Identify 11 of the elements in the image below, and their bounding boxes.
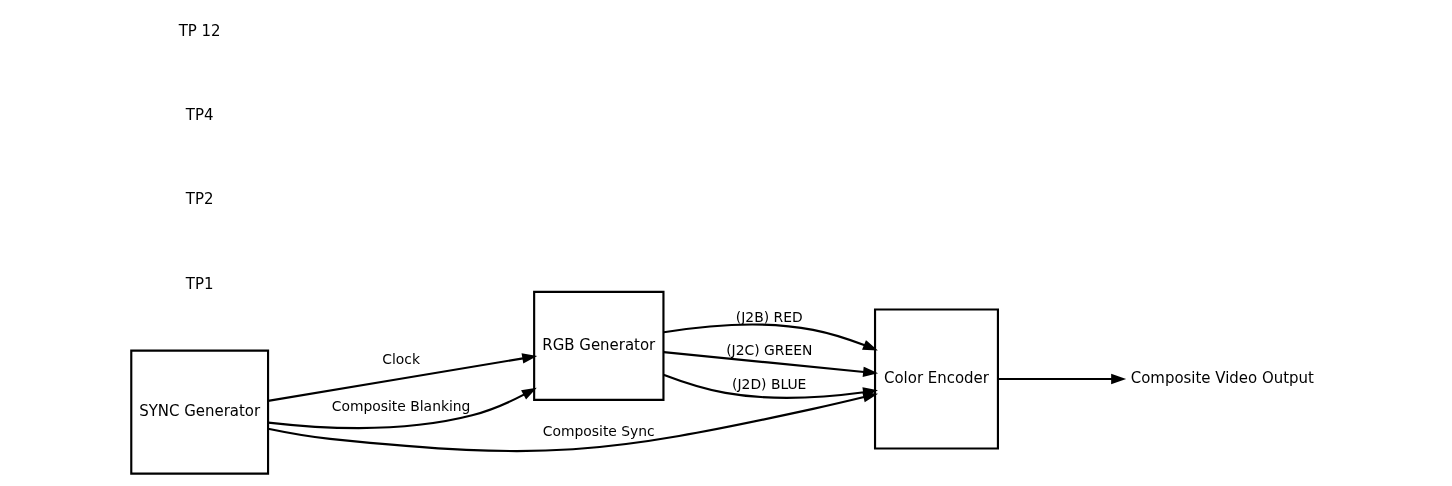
label: TP1 <box>185 274 213 293</box>
edge-label: (J2B) RED <box>735 308 803 325</box>
node-text: Composite Video Output <box>1130 368 1314 387</box>
label: TP4 <box>185 106 213 125</box>
label: TP2 <box>185 190 213 209</box>
edge-label: Composite Sync <box>542 423 655 440</box>
edge-label: (J2D) BLUE <box>731 376 806 393</box>
edge-label: Composite Blanking <box>331 398 470 415</box>
label: TP 12 <box>178 21 221 40</box>
edge-label: Clock <box>381 351 420 368</box>
edge-label: (J2C) GREEN <box>725 341 812 358</box>
